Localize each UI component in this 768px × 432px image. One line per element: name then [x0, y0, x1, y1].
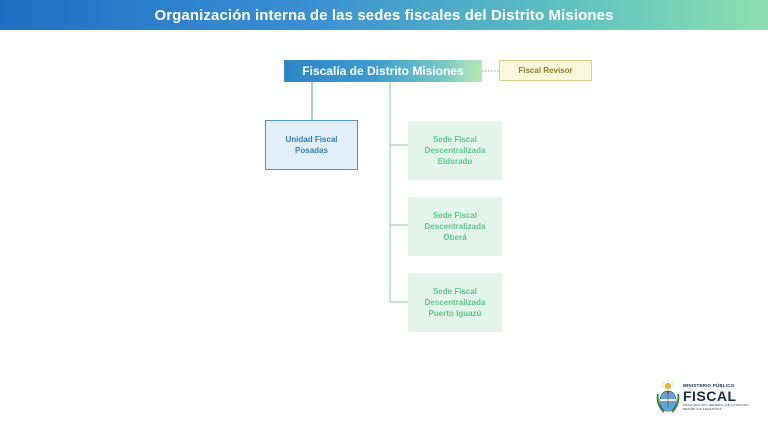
node-unidad-line: Posadas [295, 146, 328, 155]
node-sede-eldorado: Sede Fiscal Descentralizada Eldorado [408, 121, 502, 180]
page-title: Organización interna de las sedes fiscal… [154, 6, 614, 24]
node-sede-line: Descentralizada [424, 222, 486, 231]
node-revisor-label: Fiscal Revisor [518, 66, 573, 75]
node-fiscalia-label: Fiscalía de Distrito Misiones [302, 64, 464, 78]
node-sede-line: Descentralizada [424, 298, 486, 307]
node-sede-line: Oberá [443, 233, 467, 242]
node-sede-line: Sede Fiscal [432, 287, 477, 296]
node-sede-line: Eldorado [437, 157, 473, 166]
node-sede-line: Descentralizada [424, 146, 486, 155]
node-unidad-posadas: Unidad Fiscal Posadas [265, 120, 358, 170]
node-fiscal-revisor: Fiscal Revisor [499, 60, 592, 81]
ministerio-publico-fiscal-logo: MINISTERIO PÚBLICO FISCAL PROCURACIÓN GE… [655, 380, 749, 416]
node-sede-line: Puerto Iguazú [428, 309, 482, 318]
logo-line2: FISCAL [683, 388, 737, 404]
coat-of-arms-icon [656, 380, 680, 413]
logo-line1: MINISTERIO PÚBLICO [683, 383, 735, 388]
node-fiscalia-distrito: Fiscalía de Distrito Misiones [284, 60, 482, 82]
logo-line4: REPÚBLICA ARGENTINA [683, 407, 722, 411]
node-sede-line: Sede Fiscal [432, 135, 477, 144]
node-sede-puerto-iguazu: Sede Fiscal Descentralizada Puerto Iguaz… [408, 273, 502, 332]
node-sede-obera: Sede Fiscal Descentralizada Oberá [408, 197, 502, 256]
title-banner: Organización interna de las sedes fiscal… [0, 0, 768, 30]
node-sede-line: Sede Fiscal [432, 211, 477, 220]
logo-line3: PROCURACIÓN GENERAL DE LA NACIÓN [683, 403, 749, 407]
node-unidad-line: Unidad Fiscal [285, 135, 338, 144]
